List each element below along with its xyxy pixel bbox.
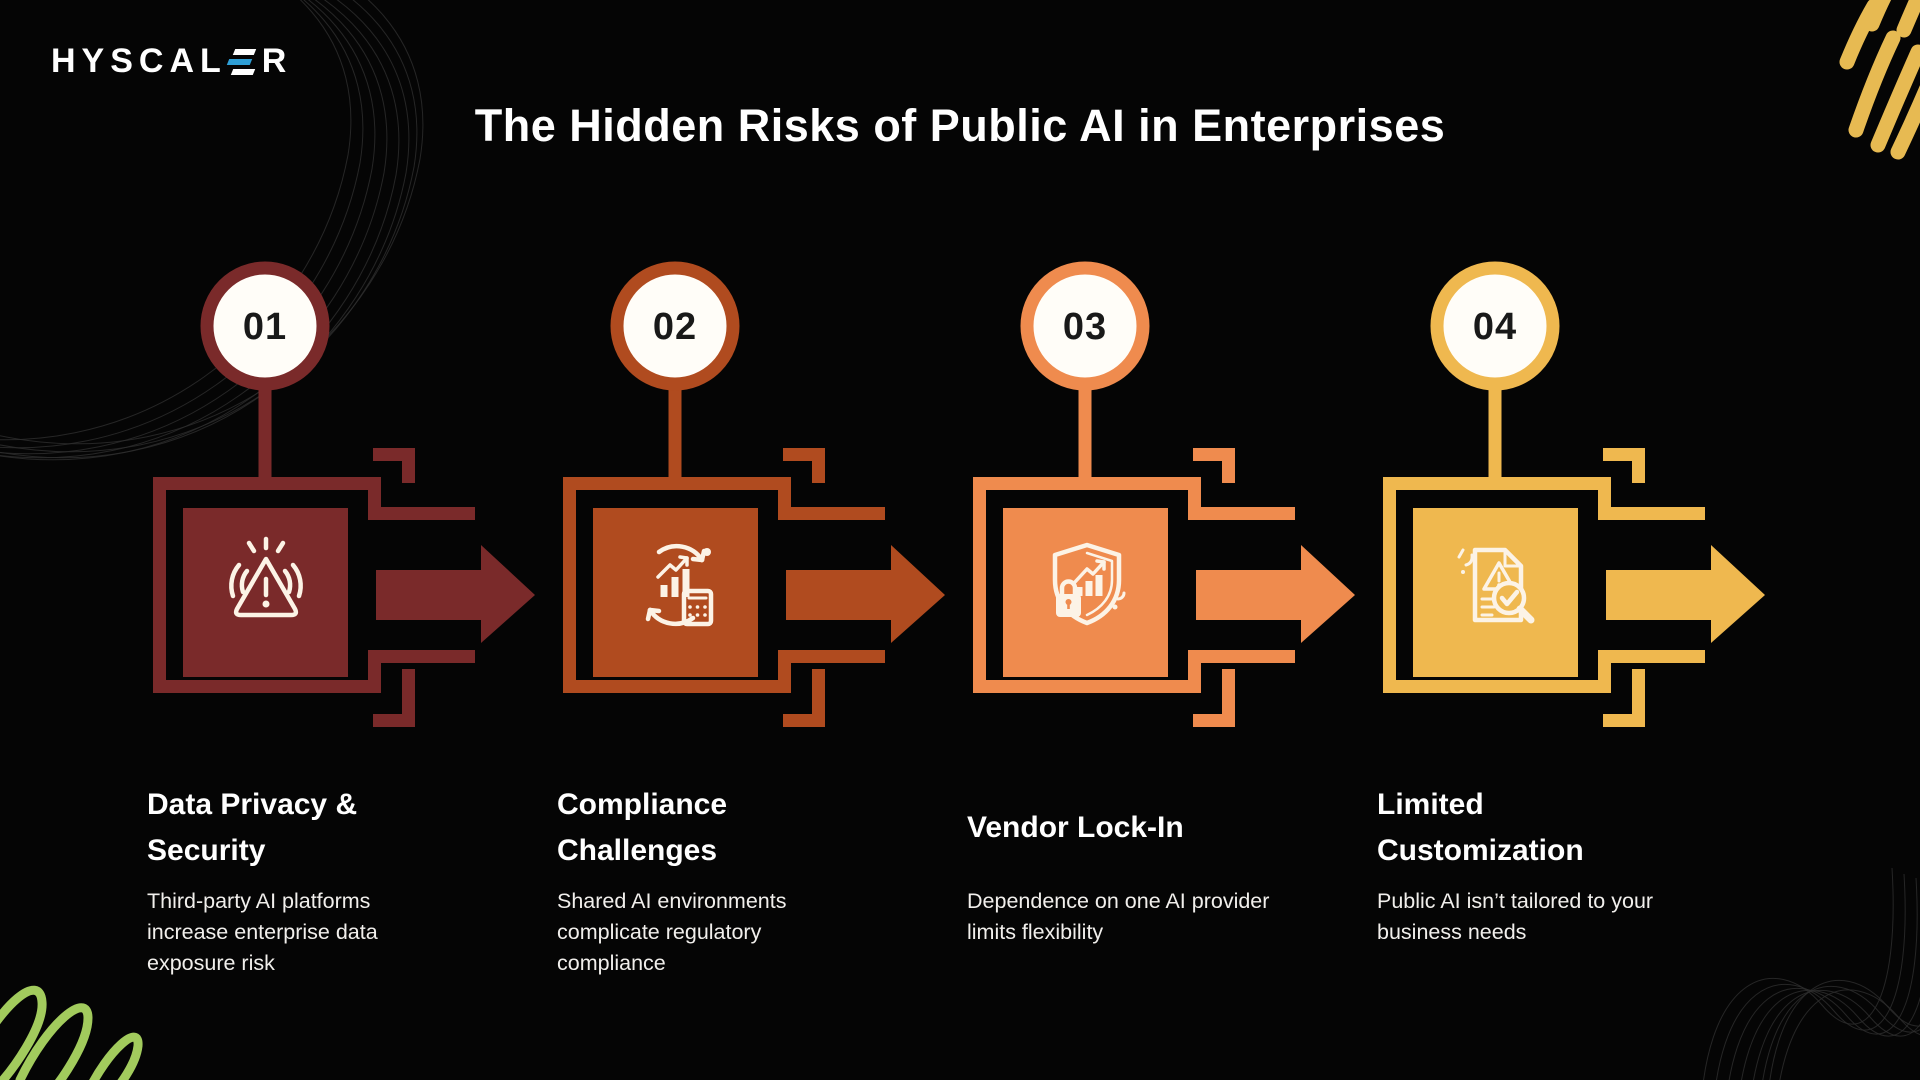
arrow-right-icon: [1196, 545, 1355, 643]
module-graphic: 03: [973, 261, 1355, 727]
corner-bracket-bottom-icon: [1193, 669, 1235, 727]
module-number: 03: [1063, 306, 1107, 348]
arrow-right-icon: [786, 545, 945, 643]
module-graphic: 01: [153, 261, 535, 727]
arrow-right-icon: [1606, 545, 1765, 643]
corner-bracket-top-icon: [373, 448, 415, 483]
risk-module-limited-customization: 04: [1377, 200, 1787, 948]
shield-lock-chart-icon: [1052, 542, 1126, 626]
logo-text-left: HYSCAL: [51, 42, 227, 80]
module-number: 04: [1473, 306, 1517, 348]
wave-mesh-top-left-decoration: [0, 0, 424, 461]
risk-module-compliance: 02: [557, 200, 967, 979]
hyscaler-logo: HYSCAL R: [51, 42, 292, 81]
connector-stem: [668, 376, 682, 480]
number-circle: [610, 261, 740, 391]
connector-stem: [1488, 376, 1502, 480]
corner-bracket-bottom-icon: [1603, 669, 1645, 727]
corner-bracket-top-icon: [1603, 448, 1645, 483]
document-check-magnifier-icon: [1457, 547, 1535, 624]
module-title: Vendor Lock-In: [967, 811, 1184, 844]
audit-chart-calculator-icon: [645, 543, 714, 627]
corner-bracket-bottom-icon: [373, 669, 415, 727]
module-title: Data Privacy & Security: [147, 788, 358, 867]
number-circle: [1430, 261, 1560, 391]
logo-text-right: R: [261, 42, 293, 80]
risk-module-vendor-lockin: 03: [967, 200, 1377, 948]
module-description: Public AI isn’t tailored to your busines…: [1377, 889, 1654, 944]
corner-bracket-top-icon: [783, 448, 825, 483]
number-circle: [1020, 261, 1150, 391]
wave-mesh-bottom-right-decoration: [1703, 867, 1920, 1080]
alarm-warning-icon: [229, 536, 303, 618]
number-circle: [200, 261, 330, 391]
module-graphic: 04: [1383, 261, 1765, 727]
green-scribble-decoration: [0, 985, 143, 1080]
gold-brush-strokes-decoration: [1839, 0, 1920, 160]
module-description: Shared AI environments complicate regula…: [557, 889, 787, 975]
module-description: Dependence on one AI provider limits fle…: [967, 889, 1270, 944]
corner-bracket-top-icon: [1193, 448, 1235, 483]
logo-e-bars-icon: [226, 48, 257, 76]
module-number: 02: [653, 306, 697, 348]
module-number: 01: [243, 306, 287, 348]
module-title: Compliance Challenges: [557, 788, 728, 867]
risk-module-data-privacy: 01 Data Privacy & Security Third-party A…: [147, 200, 557, 979]
module-title: Limited Customization: [1377, 788, 1584, 867]
page-title: The Hidden Risks of Public AI in Enterpr…: [474, 100, 1446, 151]
arrow-right-icon: [376, 545, 535, 643]
corner-bracket-bottom-icon: [783, 669, 825, 727]
connector-stem: [258, 376, 272, 480]
module-graphic: 02: [563, 261, 945, 727]
connector-stem: [1078, 376, 1092, 480]
module-description: Third-party AI platforms increase enterp…: [147, 889, 378, 975]
